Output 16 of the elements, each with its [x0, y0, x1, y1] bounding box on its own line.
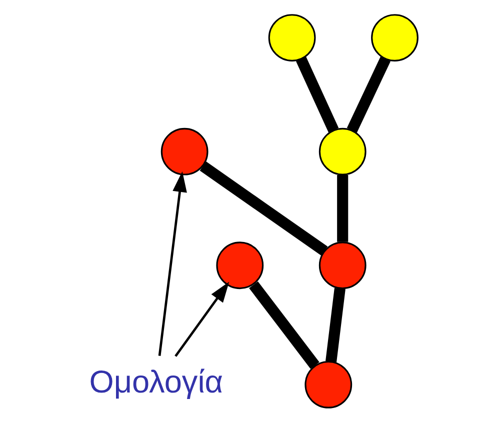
connector	[336, 174, 348, 242]
node-circle	[318, 242, 366, 290]
node-circle	[216, 242, 264, 290]
node-circle	[268, 14, 316, 62]
node-circle	[318, 128, 366, 176]
arrow	[158, 171, 186, 356]
connector	[346, 56, 390, 133]
connector	[199, 162, 328, 256]
node-circle	[370, 14, 418, 62]
node-circle	[304, 360, 352, 408]
connector	[248, 281, 319, 369]
arrow	[174, 282, 229, 357]
connector	[325, 288, 345, 362]
node-text: Ομολογία	[88, 364, 222, 400]
node-circle	[160, 128, 208, 176]
connector	[295, 56, 338, 133]
